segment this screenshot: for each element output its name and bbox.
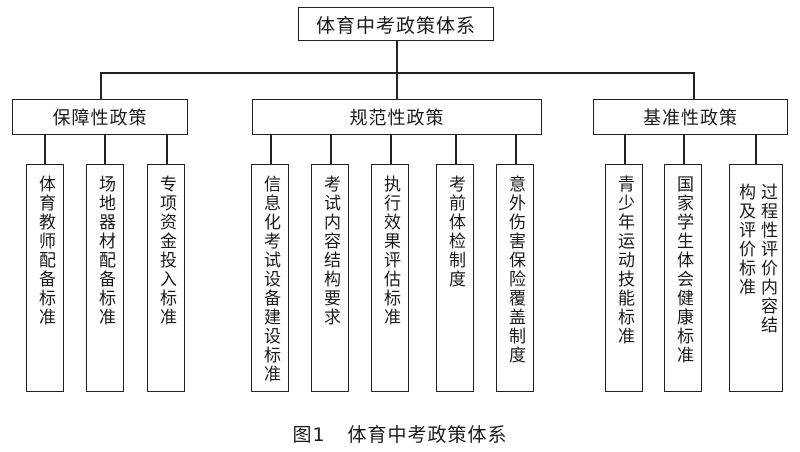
category-label: 规范性政策 [349,108,445,129]
category-node-benchmark: 基准性政策 [593,99,788,135]
leaf-node: 体育教师配备标准 [26,164,64,392]
category-drop-1 [100,72,102,99]
leaf-label: 场地器材配备标准 [95,175,115,327]
leaf-node: 专项资金投入标准 [147,164,185,392]
leaf-node: 意外伤害保险覆盖制度 [496,164,534,392]
leaf-connector [104,135,106,164]
category-label: 保障性政策 [52,108,148,129]
root-connector [396,41,398,73]
leaf-label: 意外伤害保险覆盖制度 [505,175,525,365]
figure-caption: 图1 体育中考政策体系 [0,420,800,447]
leaf-node: 考试内容结构要求 [311,164,349,392]
leaf-connector [624,135,626,164]
leaf-node: 执行效果评估标准 [371,164,409,392]
category-drop-3 [693,72,695,99]
leaf-label: 国家学生体会健康标准 [673,175,693,365]
leaf-connector [44,135,46,164]
leaf-node: 信息化考试设备建设标准 [251,164,289,392]
leaf-connector [270,135,272,164]
leaf-connector [683,135,685,164]
leaf-node: 场地器材配备标准 [86,164,124,392]
leaf-label: 信息化考试设备建设标准 [260,175,280,384]
leaf-label: 考前体检制度 [445,175,465,289]
leaf-connector [755,135,757,164]
leaf-connector [330,135,332,164]
category-node-protective: 保障性政策 [12,99,188,135]
leaf-label: 执行效果评估标准 [380,175,400,327]
leaf-connector [166,135,168,164]
leaf-label: 体育教师配备标准 [35,175,55,327]
leaf-node-two-column: 过程性评价内容结构及评价标准 [729,164,783,392]
leaf-node: 国家学生体会健康标准 [664,164,702,392]
figure-number: 图1 [292,424,326,446]
figure-title: 体育中考政策体系 [347,424,508,446]
leaf-node: 考前体检制度 [436,164,474,392]
leaf-label: 专项资金投入标准 [156,175,176,327]
leaf-label: 过程性评价内容结构及评价标准 [735,183,777,335]
leaf-connector [515,135,517,164]
root-node: 体育中考政策体系 [298,7,494,41]
leaf-node: 青少年运动技能标准 [605,164,643,392]
leaf-label: 考试内容结构要求 [320,175,340,327]
leaf-connector [455,135,457,164]
category-drop-2 [396,72,398,99]
category-node-normative: 规范性政策 [252,99,542,135]
leaf-connector [390,135,392,164]
root-label: 体育中考政策体系 [315,14,476,37]
leaf-label: 青少年运动技能标准 [614,175,634,346]
category-label: 基准性政策 [643,108,738,129]
